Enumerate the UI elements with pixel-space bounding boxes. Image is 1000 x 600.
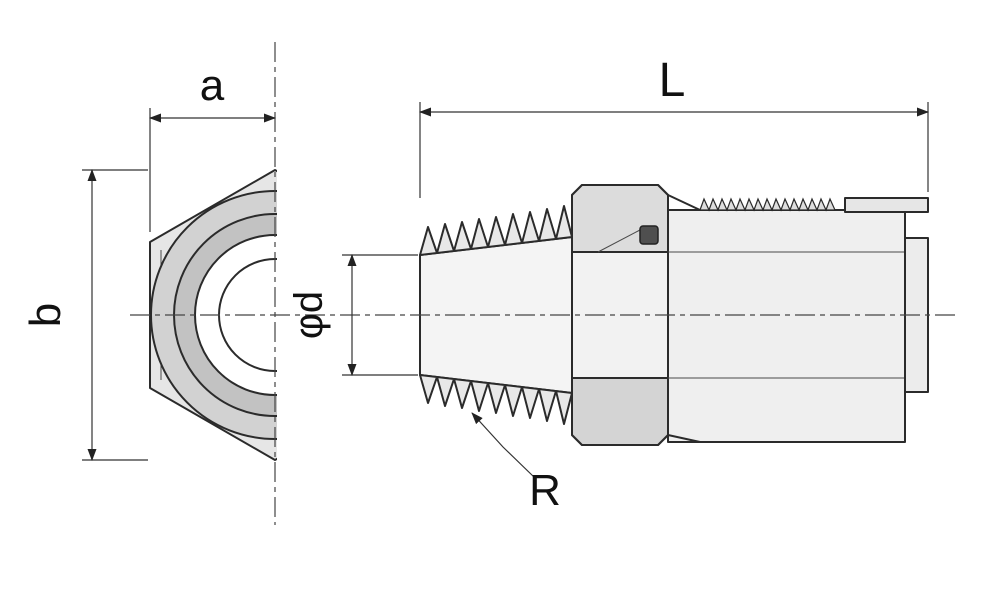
thread-top-profile: [419, 205, 573, 256]
nut-body: [667, 209, 906, 443]
callout-R: R: [471, 412, 561, 515]
knurl-band: [699, 197, 836, 212]
dim-d-label: φd: [287, 291, 331, 339]
shoulder-top: [667, 194, 701, 211]
o-ring: [639, 225, 659, 245]
dim-a-label: a: [200, 61, 225, 110]
dim-b-label: b: [21, 303, 70, 327]
dim-b: b: [21, 169, 148, 461]
callout-R-leader: [471, 412, 536, 479]
dim-L: L: [419, 54, 929, 198]
seal-cone-line: [597, 229, 641, 253]
hex-bottom-flat: [571, 377, 669, 446]
side-view: [419, 184, 929, 446]
dim-L-label: L: [659, 54, 686, 107]
clip-tab: [844, 197, 929, 213]
dim-a: a: [149, 61, 276, 232]
dim-phi-d: φd: [287, 254, 418, 376]
thread-bottom-profile: [419, 374, 573, 425]
callout-R-label: R: [529, 466, 561, 515]
shoulder-bottom: [667, 434, 701, 443]
